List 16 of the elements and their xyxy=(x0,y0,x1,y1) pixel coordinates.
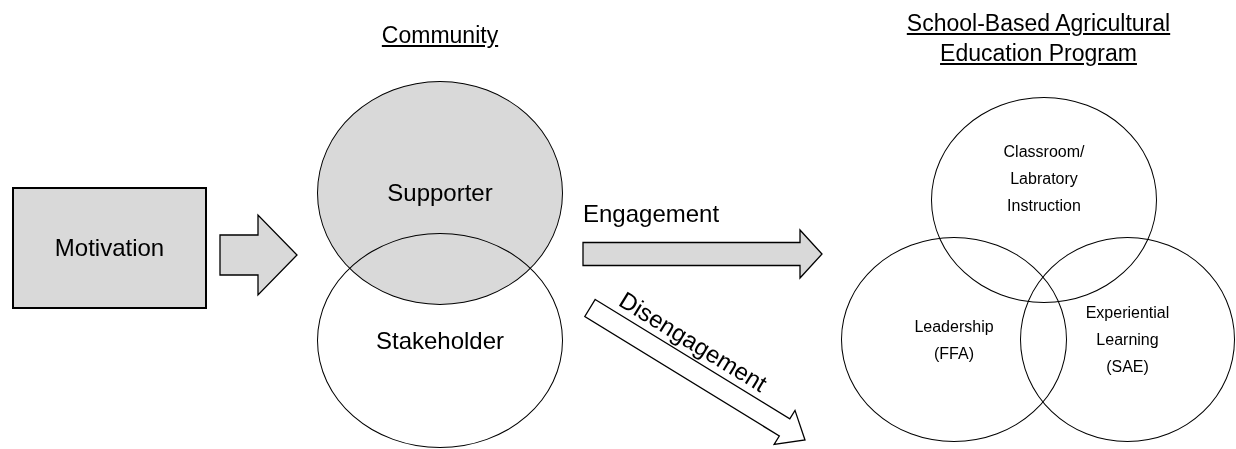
node-text: Leadership (FFA) xyxy=(913,316,995,364)
group-heading: School-Based Agricultural Education Program xyxy=(905,9,1172,68)
node-text: Classroom/ Labratory Instruction xyxy=(1002,141,1086,216)
node-text: Supporter xyxy=(387,178,493,208)
edge-label: Engagement xyxy=(583,200,720,228)
node-text: Experiential Learning (SAE) xyxy=(1084,303,1171,377)
venn-circle xyxy=(841,237,1067,442)
block-arrow xyxy=(583,298,806,446)
group-heading: Community xyxy=(380,21,500,50)
block-arrow xyxy=(219,213,298,297)
node-text: Stakeholder xyxy=(375,325,505,356)
process-box xyxy=(12,187,207,309)
venn-circle xyxy=(317,233,563,448)
node-text: Motivation xyxy=(54,233,165,263)
block-arrow xyxy=(582,228,823,280)
venn-circle xyxy=(1020,237,1235,442)
